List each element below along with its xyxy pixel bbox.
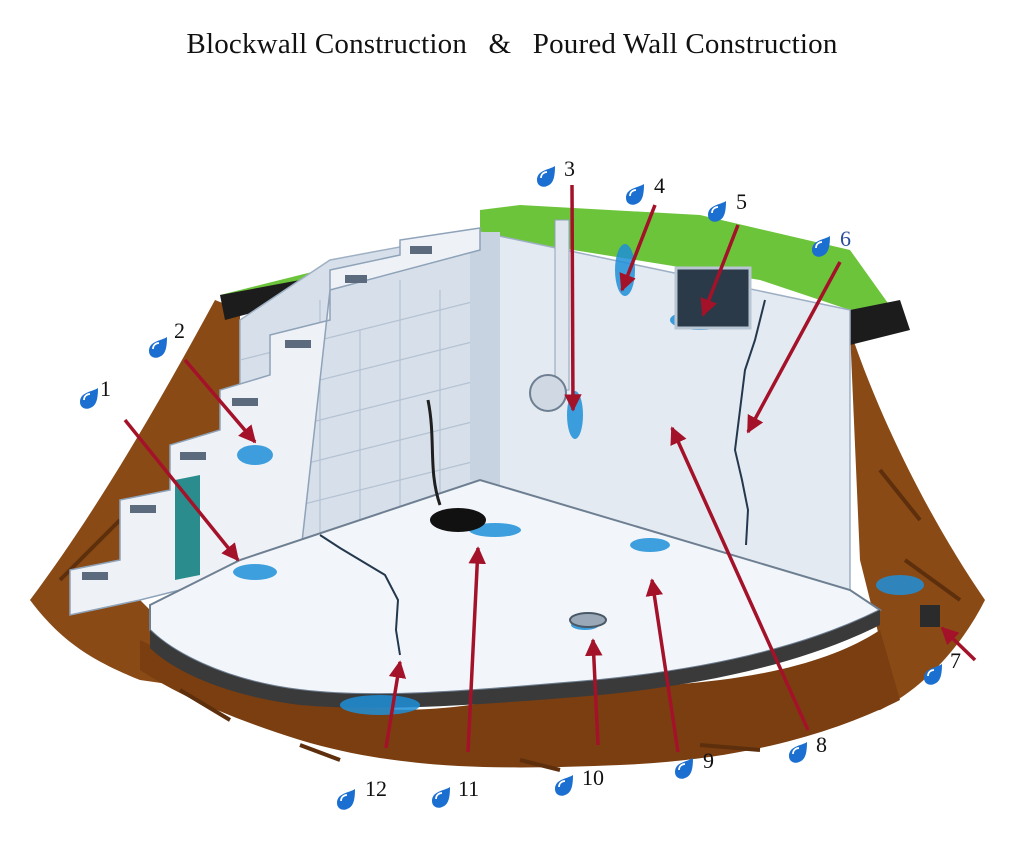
pipe-fitting bbox=[529, 374, 567, 412]
floor-drain bbox=[569, 612, 607, 628]
callout-number: 10 bbox=[582, 765, 604, 790]
grass-edge-left bbox=[220, 280, 300, 320]
water-drop-icon bbox=[336, 788, 356, 811]
arrow-10 bbox=[585, 638, 603, 746]
callout-number: 5 bbox=[736, 189, 747, 214]
callout-number: 11 bbox=[458, 776, 479, 801]
sump-discharge-pipe bbox=[426, 399, 442, 506]
callout-number: 7 bbox=[950, 648, 961, 673]
callout-6: 6 bbox=[811, 226, 851, 258]
block-mortar-lines bbox=[239, 280, 481, 540]
callout-8: 8 bbox=[788, 732, 827, 764]
callout-7: 7 bbox=[923, 648, 961, 686]
title-poured-wall: Poured Wall Construction bbox=[532, 28, 838, 60]
callout-12: 12 bbox=[336, 776, 387, 811]
water-drop-icon bbox=[148, 336, 168, 359]
block-stair-wall bbox=[69, 227, 481, 616]
basement-window bbox=[674, 266, 752, 330]
callout-number: 2 bbox=[174, 318, 185, 343]
callout-number: 9 bbox=[703, 748, 714, 773]
title-blockwall: Blockwall Construction bbox=[186, 28, 468, 60]
arrow-7 bbox=[940, 626, 977, 662]
window-well-post bbox=[175, 475, 200, 580]
water-drop-icon bbox=[431, 786, 451, 809]
arrow-11 bbox=[466, 546, 486, 753]
water-drop-icon bbox=[554, 774, 574, 797]
water-drop-icon bbox=[536, 165, 556, 188]
arrow-1 bbox=[123, 418, 240, 562]
callout-4: 4 bbox=[625, 173, 665, 206]
arrow-8 bbox=[670, 426, 810, 731]
callout-1: 1 bbox=[79, 376, 111, 410]
arrow-3 bbox=[564, 184, 582, 412]
callout-number: 1 bbox=[100, 376, 111, 401]
water-drop-icon bbox=[674, 757, 694, 780]
arrow-5 bbox=[700, 224, 740, 317]
arrow-9 bbox=[645, 578, 680, 753]
callout-3: 3 bbox=[536, 156, 575, 188]
water-drop-icon bbox=[707, 200, 727, 223]
grass-edge-right bbox=[850, 300, 910, 345]
callout-2: 2 bbox=[148, 318, 185, 359]
title-ampersand: & bbox=[488, 28, 512, 60]
floor-crack bbox=[319, 534, 401, 656]
callout-number: 12 bbox=[365, 776, 387, 801]
vertical-pipe bbox=[554, 219, 570, 391]
arrow-2 bbox=[183, 358, 257, 444]
callout-arrows bbox=[123, 184, 977, 753]
drain-tile-end bbox=[920, 605, 940, 627]
diagram-title: Blockwall Construction & Poured Wall Con… bbox=[0, 28, 1024, 61]
callout-5: 5 bbox=[707, 189, 747, 223]
wall-crack bbox=[733, 299, 766, 546]
soil-right bbox=[640, 330, 985, 730]
callout-number: 6 bbox=[840, 226, 851, 251]
water-drop-icon bbox=[788, 741, 808, 764]
callout-9: 9 bbox=[674, 748, 714, 780]
callout-10: 10 bbox=[554, 765, 604, 797]
callout-number: 4 bbox=[654, 173, 665, 198]
sump-pit bbox=[430, 508, 486, 532]
water-drop-icon bbox=[625, 183, 645, 206]
arrow-6 bbox=[746, 261, 842, 434]
arrow-12 bbox=[384, 660, 407, 749]
water-drop-icon bbox=[79, 387, 99, 410]
wall-corner-column bbox=[470, 232, 500, 485]
callout-number: 3 bbox=[564, 156, 575, 181]
callout-11: 11 bbox=[431, 776, 479, 809]
grass-surface bbox=[220, 205, 900, 320]
callout-number: 8 bbox=[816, 732, 827, 757]
arrow-4 bbox=[619, 204, 657, 292]
floor-edge bbox=[150, 610, 880, 708]
